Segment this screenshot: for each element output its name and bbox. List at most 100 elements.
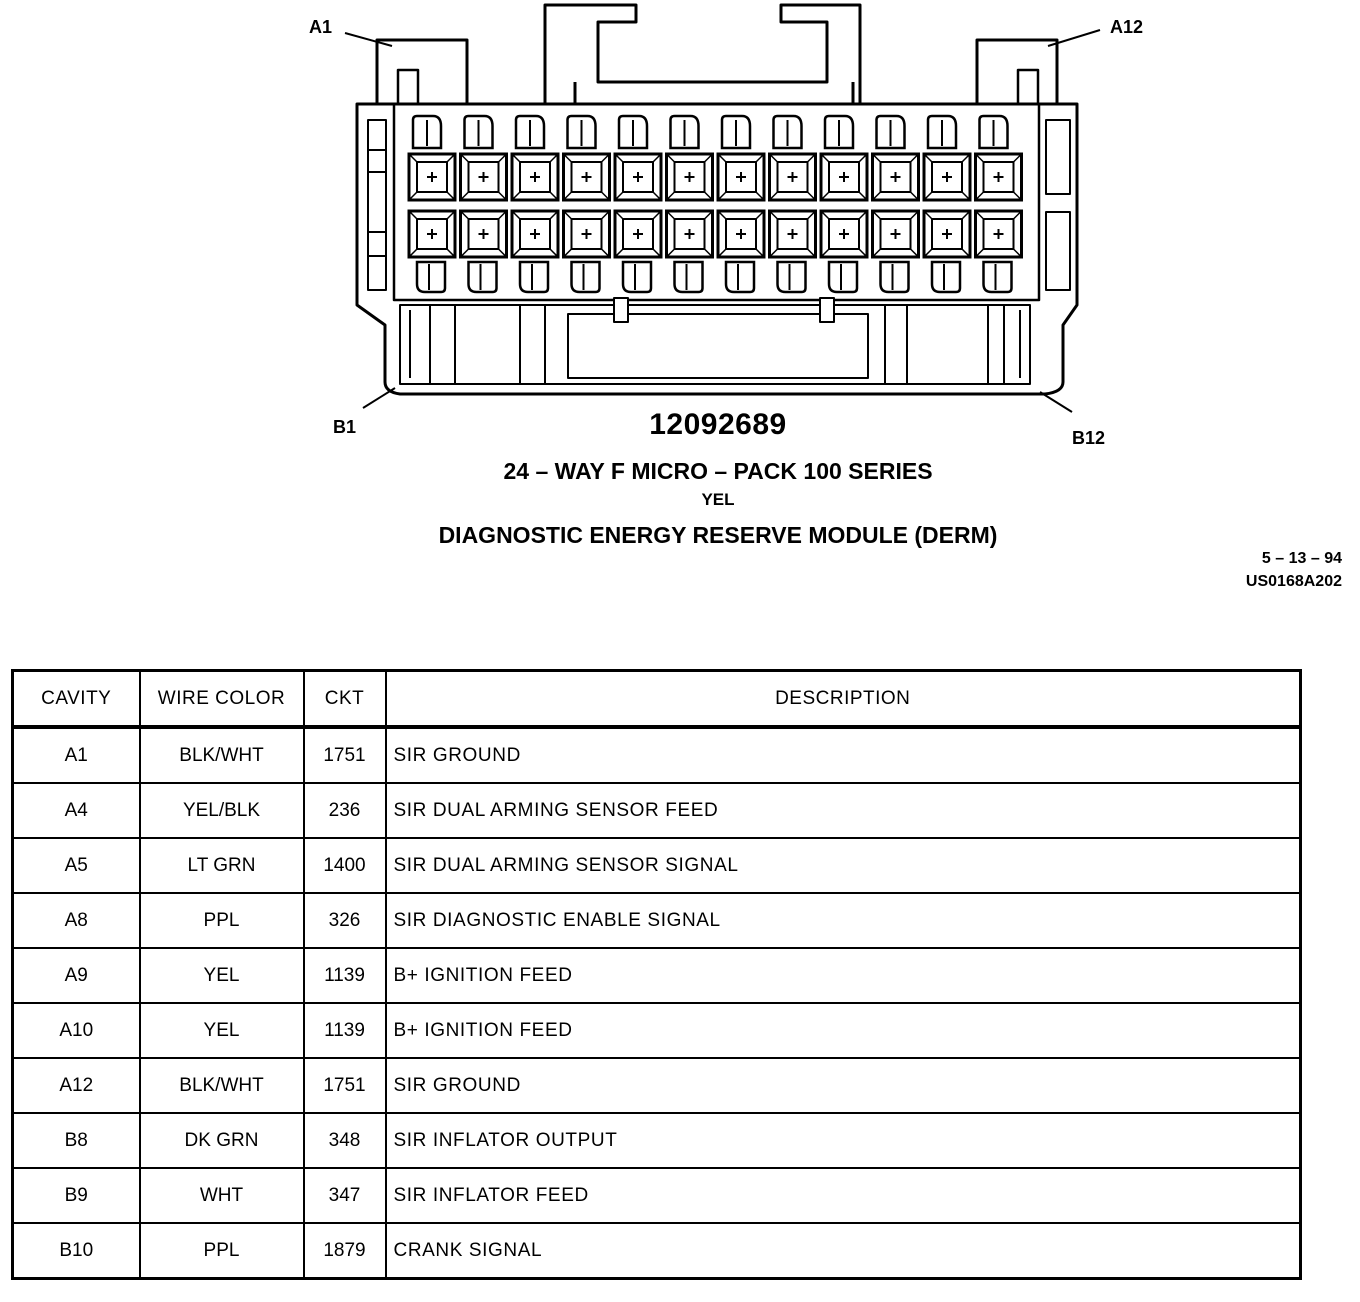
terminal-cavity bbox=[665, 209, 714, 259]
upper-latch-cavity bbox=[566, 114, 597, 150]
description-cell: B+ IGNITION FEED bbox=[384, 947, 1302, 1004]
description-cell: SIR GROUND bbox=[384, 726, 1302, 784]
terminal-cavity bbox=[819, 152, 869, 202]
lower-latch-cavity bbox=[930, 260, 962, 294]
lower-latch-cavity bbox=[621, 260, 653, 294]
cavity-grid bbox=[407, 114, 1023, 294]
terminal-cavity bbox=[459, 209, 508, 259]
lower-latch-cavity bbox=[879, 260, 910, 294]
terminal-cavity bbox=[768, 209, 817, 259]
wire-color-cell: PPL bbox=[138, 892, 305, 949]
description-cell: SIR GROUND bbox=[384, 1057, 1302, 1114]
pin-label-a1: A1 bbox=[309, 17, 333, 37]
lower-latch-cavity bbox=[724, 260, 756, 294]
cavity-cell: A10 bbox=[11, 1002, 141, 1059]
pin-label-b12: B12 bbox=[1072, 428, 1106, 448]
terminal-cavity bbox=[407, 152, 457, 202]
upper-latch-cavity bbox=[411, 114, 443, 150]
terminal-cavity bbox=[407, 209, 457, 259]
lower-latch-cavity bbox=[776, 260, 807, 294]
module-name: DIAGNOSTIC ENERGY RESERVE MODULE (DERM) bbox=[438, 522, 998, 548]
cavity-cell: A8 bbox=[11, 892, 141, 949]
wire-color-cell: YEL bbox=[138, 947, 305, 1004]
right-latch-tab bbox=[975, 38, 1059, 104]
terminal-cavity bbox=[922, 152, 972, 202]
lower-latch-cavity bbox=[982, 260, 1013, 294]
cavity-cell: A4 bbox=[11, 782, 141, 839]
upper-latch-cavity bbox=[772, 114, 803, 150]
connector-drawing bbox=[344, 3, 1101, 413]
pin-label-b1: B1 bbox=[333, 417, 357, 437]
wire-color-cell: BLK/WHT bbox=[138, 726, 305, 784]
wire-color-cell: YEL/BLK bbox=[138, 782, 305, 839]
connector-color: YEL bbox=[701, 490, 735, 509]
description-cell: B+ IGNITION FEED bbox=[384, 1002, 1302, 1059]
upper-latch-cavity bbox=[823, 114, 855, 150]
ckt-cell: 1139 bbox=[302, 1002, 387, 1059]
header-wire-color: WIRE COLOR bbox=[138, 669, 305, 728]
lower-latch-cavity bbox=[827, 260, 859, 294]
ckt-cell: 1400 bbox=[302, 837, 387, 894]
description-cell: SIR DUAL ARMING SENSOR SIGNAL bbox=[384, 837, 1302, 894]
wire-color-cell: PPL bbox=[138, 1222, 305, 1280]
terminal-cavity bbox=[716, 152, 766, 202]
upper-latch-cavity bbox=[669, 114, 700, 150]
lower-latch-cavity bbox=[467, 260, 498, 294]
header-ckt: CKT bbox=[302, 669, 387, 728]
upper-latch-cavity bbox=[875, 114, 906, 150]
lower-latch-cavity bbox=[415, 260, 447, 294]
upper-latch-cavity bbox=[617, 114, 649, 150]
terminal-cavity bbox=[871, 152, 920, 202]
ckt-cell: 347 bbox=[302, 1167, 387, 1224]
wire-color-cell: BLK/WHT bbox=[138, 1057, 305, 1114]
lower-latch-cavity bbox=[570, 260, 601, 294]
upper-latch-cavity bbox=[514, 114, 546, 150]
description-cell: SIR DIAGNOSTIC ENABLE SIGNAL bbox=[384, 892, 1302, 949]
connector-type: 24 – WAY F MICRO – PACK 100 SERIES bbox=[503, 458, 933, 484]
terminal-cavity bbox=[922, 209, 972, 259]
wire-color-cell: LT GRN bbox=[138, 837, 305, 894]
terminal-cavity bbox=[613, 209, 663, 259]
part-number: 12092689 bbox=[649, 408, 787, 441]
upper-latch-cavity bbox=[978, 114, 1009, 150]
cavity-cell: A9 bbox=[11, 947, 141, 1004]
table-header-row: CAVITY WIRE COLOR CKT DESCRIPTION bbox=[11, 669, 1302, 728]
terminal-cavity bbox=[562, 209, 611, 259]
cavity-cell: A1 bbox=[11, 726, 141, 784]
cavity-cell: B9 bbox=[11, 1167, 141, 1224]
terminal-cavity bbox=[613, 152, 663, 202]
wire-color-cell: YEL bbox=[138, 1002, 305, 1059]
figure-date: 5 – 13 – 94 bbox=[1261, 550, 1342, 567]
lower-latch-cavity bbox=[673, 260, 704, 294]
description-cell: SIR INFLATOR FEED bbox=[384, 1167, 1302, 1224]
ckt-cell: 326 bbox=[302, 892, 387, 949]
terminal-cavity bbox=[510, 209, 560, 259]
terminal-cavity bbox=[562, 152, 611, 202]
ckt-cell: 1879 bbox=[302, 1222, 387, 1280]
center-lock bbox=[543, 3, 862, 104]
figure-code: US0168A202 bbox=[1245, 573, 1342, 590]
ckt-cell: 1139 bbox=[302, 947, 387, 1004]
upper-latch-cavity bbox=[720, 114, 752, 150]
ckt-cell: 236 bbox=[302, 782, 387, 839]
terminal-cavity bbox=[716, 209, 766, 259]
terminal-cavity bbox=[768, 152, 817, 202]
terminal-cavity bbox=[819, 209, 869, 259]
description-cell: CRANK SIGNAL bbox=[384, 1222, 1302, 1280]
connector-face bbox=[392, 102, 1041, 302]
wire-color-cell: DK GRN bbox=[138, 1112, 305, 1169]
header-cavity: CAVITY bbox=[11, 669, 141, 728]
header-description: DESCRIPTION bbox=[384, 669, 1302, 728]
cavity-cell: A12 bbox=[11, 1057, 141, 1114]
terminal-cavity bbox=[974, 152, 1023, 202]
cavity-cell: B10 bbox=[11, 1222, 141, 1280]
